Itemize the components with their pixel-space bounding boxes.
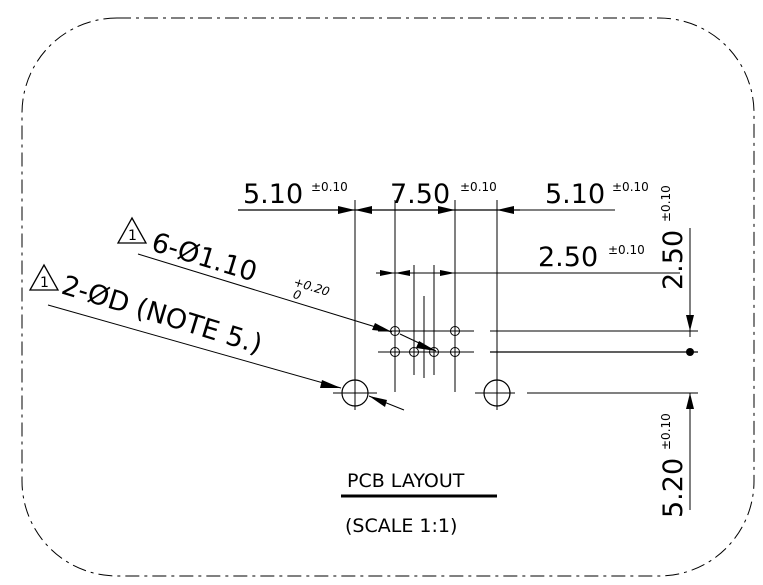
dim-pitch-value: 2.50 — [538, 242, 598, 273]
dim-top-right-tolerance: ±0.10 — [612, 180, 649, 194]
dimension-pitch — [376, 270, 680, 276]
extension-lines — [354, 200, 498, 392]
title-scale: (SCALE 1:1) — [345, 515, 457, 537]
revision-triangle-icon-2 — [28, 263, 60, 291]
small-holes — [390, 326, 460, 357]
revision-triangle-icon — [116, 216, 148, 244]
dimension-vertical-right — [686, 228, 694, 510]
dim-vertical-bottom-label: 5.20 ±0.10 — [658, 413, 689, 518]
dim-top-left-value: 5.10 — [243, 179, 303, 210]
dim-top-mid-value: 7.50 — [390, 179, 450, 210]
callout-small-holes-tol-lower: 0 — [291, 287, 303, 303]
dim-top-right-value: 5.10 — [545, 179, 605, 210]
dim-vert-bottom-value: 5.20 — [658, 458, 689, 518]
hole-center-lines — [333, 330, 698, 394]
callout-small-holes-text: 6-Ø1.10 — [148, 227, 261, 288]
dim-top-mid-tolerance: ±0.10 — [460, 180, 497, 194]
dim-top-left-tolerance: ±0.10 — [311, 180, 348, 194]
large-holes — [341, 376, 511, 410]
border-frame — [21, 17, 755, 577]
callout-small-holes: 1 — [116, 216, 437, 352]
revision-marker: 1 — [128, 228, 137, 244]
dim-vert-top-value: 2.50 — [658, 230, 689, 290]
dimension-top-chain — [238, 206, 615, 214]
callout-large-holes: 1 — [28, 263, 405, 411]
dim-vert-top-tolerance: ±0.10 — [659, 185, 673, 222]
dim-vert-bottom-tolerance: ±0.10 — [659, 413, 673, 450]
dim-vertical-top-label: 2.50 ±0.10 — [658, 185, 689, 290]
revision-marker-2: 1 — [40, 275, 49, 291]
title-pcb-layout: PCB LAYOUT — [347, 470, 465, 492]
dim-pitch-tolerance: ±0.10 — [608, 243, 645, 257]
callout-small-holes-text-group: 6-Ø1.10 +0.20 0 — [148, 227, 332, 303]
